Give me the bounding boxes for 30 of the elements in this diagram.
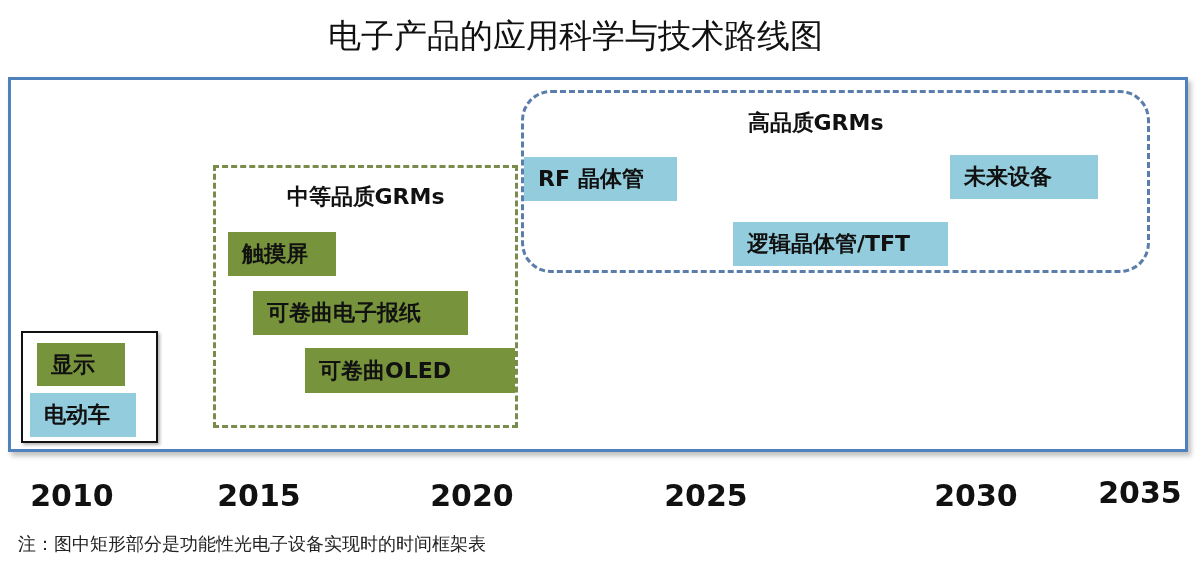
year-label: 2030 [934,478,1018,513]
footnote: 注：图中矩形部分是功能性光电子设备实现时的时间框架表 [18,532,486,556]
application-box [253,291,468,335]
application-label: 可卷曲电子报纸 [267,299,421,327]
application-label: 可卷曲OLED [319,356,451,385]
application-box [733,222,948,266]
application-box [950,155,1098,199]
application-label: 电动车 [44,401,110,429]
year-label: 2015 [217,478,301,513]
year-label: 2020 [430,478,514,513]
group-heading: 中等品质GRMs [286,184,445,209]
application-label: 未来设备 [964,163,1052,191]
application-label: 触摸屏 [242,240,308,268]
application-box [37,343,125,386]
application-box [228,232,336,276]
application-label: 显示 [51,350,95,379]
year-label: 2010 [30,478,114,513]
group-frame [521,90,1150,273]
application-label: 逻辑晶体管/TFT [747,230,911,258]
application-box [524,157,677,201]
year-label: 2025 [664,478,748,513]
diagram-title: 电子产品的应用科学与技术路线图 [326,15,824,57]
group-frame [21,331,158,443]
group-frame [213,165,518,428]
application-box [305,348,515,393]
application-box [30,393,136,437]
timeline-panel [8,77,1188,452]
application-label: RF 晶体管 [538,165,644,193]
year-label: 2035 [1098,475,1182,510]
group-heading: 高品质GRMs [747,110,884,135]
